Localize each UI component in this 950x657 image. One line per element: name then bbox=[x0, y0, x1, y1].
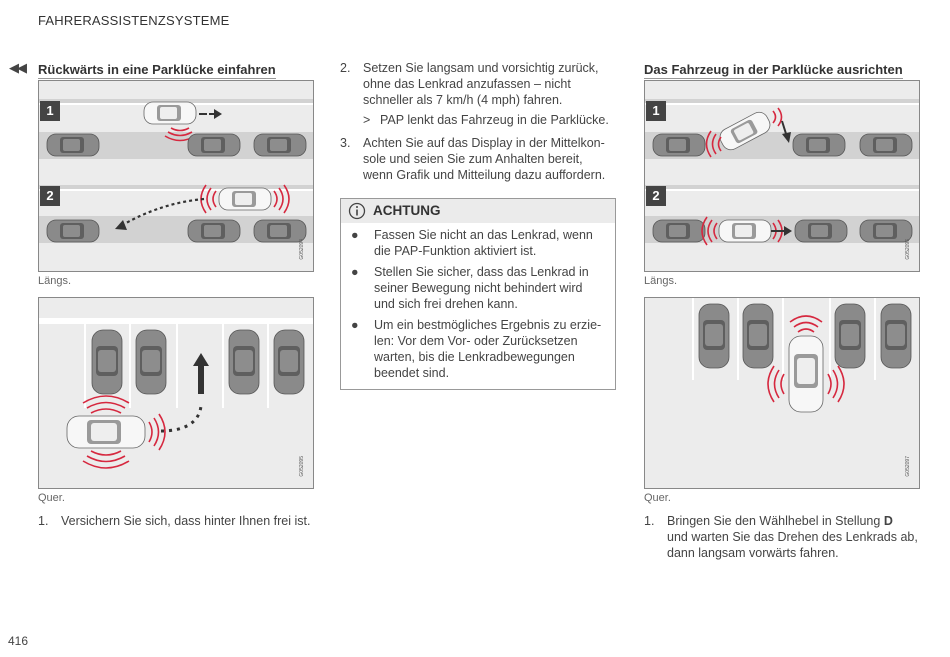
bullet-line: Fassen Sie nicht an das Lenkrad, wenn bbox=[374, 228, 593, 242]
bullet-line: Stellen Sie sicher, dass das Lenkrad in bbox=[374, 265, 589, 279]
page-header-title: FAHRERASSISTENZSYSTEME bbox=[38, 13, 230, 28]
double-left-arrow-icon[interactable]: ◀◀ bbox=[9, 60, 27, 75]
step-badge-2: 2 bbox=[646, 186, 666, 206]
figure-parallel-reverse: 1 2 G052094 bbox=[38, 80, 314, 272]
bullet-icon: ● bbox=[351, 318, 359, 332]
figure-code: G052096 bbox=[905, 239, 911, 260]
figure-perpendicular-reverse: G052095 bbox=[38, 297, 314, 489]
result-marker: > bbox=[363, 113, 371, 127]
figure-code: G052095 bbox=[299, 456, 305, 477]
figure-code: G052094 bbox=[299, 239, 305, 260]
step-badge-2: 2 bbox=[40, 186, 60, 206]
figure-code: G052097 bbox=[905, 456, 911, 477]
step-text-line: Achten Sie auf das Display in der Mittel… bbox=[363, 136, 605, 150]
step-text-line: dann langsam vorwärts fahren. bbox=[667, 546, 839, 560]
step-number: 3. bbox=[340, 136, 351, 150]
bullet-icon: ● bbox=[351, 228, 359, 242]
gear-position-d: D bbox=[883, 514, 893, 528]
warning-box: ACHTUNG ● Fassen Sie nicht an das Lenkra… bbox=[340, 198, 616, 390]
page-number: 416 bbox=[8, 634, 29, 648]
section-title-right: Das Fahrzeug in der Parklücke ausrichten bbox=[644, 62, 903, 79]
warning-bullet: ● Fassen Sie nicht an das Lenkrad, wenn … bbox=[341, 227, 615, 261]
figure-perpendicular-align: G052097 bbox=[644, 297, 920, 489]
step-text-line: und warten Sie das Drehen des Lenkrads a… bbox=[667, 530, 918, 544]
step-text-line: sole und seien Sie zum Anhalten bereit, bbox=[363, 152, 583, 166]
warning-title: ACHTUNG bbox=[373, 203, 441, 218]
step-number: 1. bbox=[38, 514, 49, 528]
info-icon bbox=[348, 202, 366, 220]
bullet-line: warten, bis die Lenkradbewegungen bbox=[374, 350, 575, 364]
bullet-line: und sich frei drehen kann. bbox=[374, 297, 518, 311]
bullet-icon: ● bbox=[351, 265, 359, 279]
bullet-line: Um ein bestmögliches Ergebnis zu erzie- bbox=[374, 318, 602, 332]
step-text: Versichern Sie sich, dass hinter Ihnen f… bbox=[61, 514, 311, 528]
caption-perpendicular: Quer. bbox=[38, 492, 65, 504]
step-badge-1: 1 bbox=[40, 101, 60, 121]
step-number: 1. bbox=[644, 514, 655, 528]
figure-parallel-align: 1 2 G052096 bbox=[644, 80, 920, 272]
section-title-left: Rückwärts in eine Parklücke einfahren bbox=[38, 62, 276, 79]
warning-bullet: ● Stellen Sie sicher, dass das Lenkrad i… bbox=[341, 264, 615, 314]
bullet-line: seiner Bewegung nicht behindert wird bbox=[374, 281, 583, 295]
caption-perpendicular-right: Quer. bbox=[644, 492, 671, 504]
step-text-line: Setzen Sie langsam und vorsichtig zurück… bbox=[363, 61, 599, 75]
step-badge-1: 1 bbox=[646, 101, 666, 121]
caption-parallel: Längs. bbox=[38, 275, 72, 287]
result-text: PAP lenkt das Fahrzeug in die Parklücke. bbox=[380, 113, 609, 127]
warning-bullet: ● Um ein bestmögliches Ergebnis zu erzie… bbox=[341, 317, 615, 383]
step-text-line: schneller als 7 km/h (4 mph) fahren. bbox=[363, 93, 563, 107]
step-number: 2. bbox=[340, 61, 351, 75]
caption-parallel-right: Längs. bbox=[644, 275, 678, 287]
bullet-line: beendet sind. bbox=[374, 366, 450, 380]
step-text-line: ohne das Lenkrad anzufassen – nicht bbox=[363, 77, 571, 91]
bullet-line: len: Vor dem Vor- oder Zurücksetzen bbox=[374, 334, 578, 348]
bullet-line: die PAP-Funktion aktiviert ist. bbox=[374, 244, 537, 258]
step-text-line: wenn Grafik und Mitteilung dazu aufforde… bbox=[363, 168, 606, 182]
warning-header: ACHTUNG bbox=[341, 199, 615, 223]
step-text: Bringen Sie den Wählhebel in Stellung bbox=[667, 514, 884, 528]
